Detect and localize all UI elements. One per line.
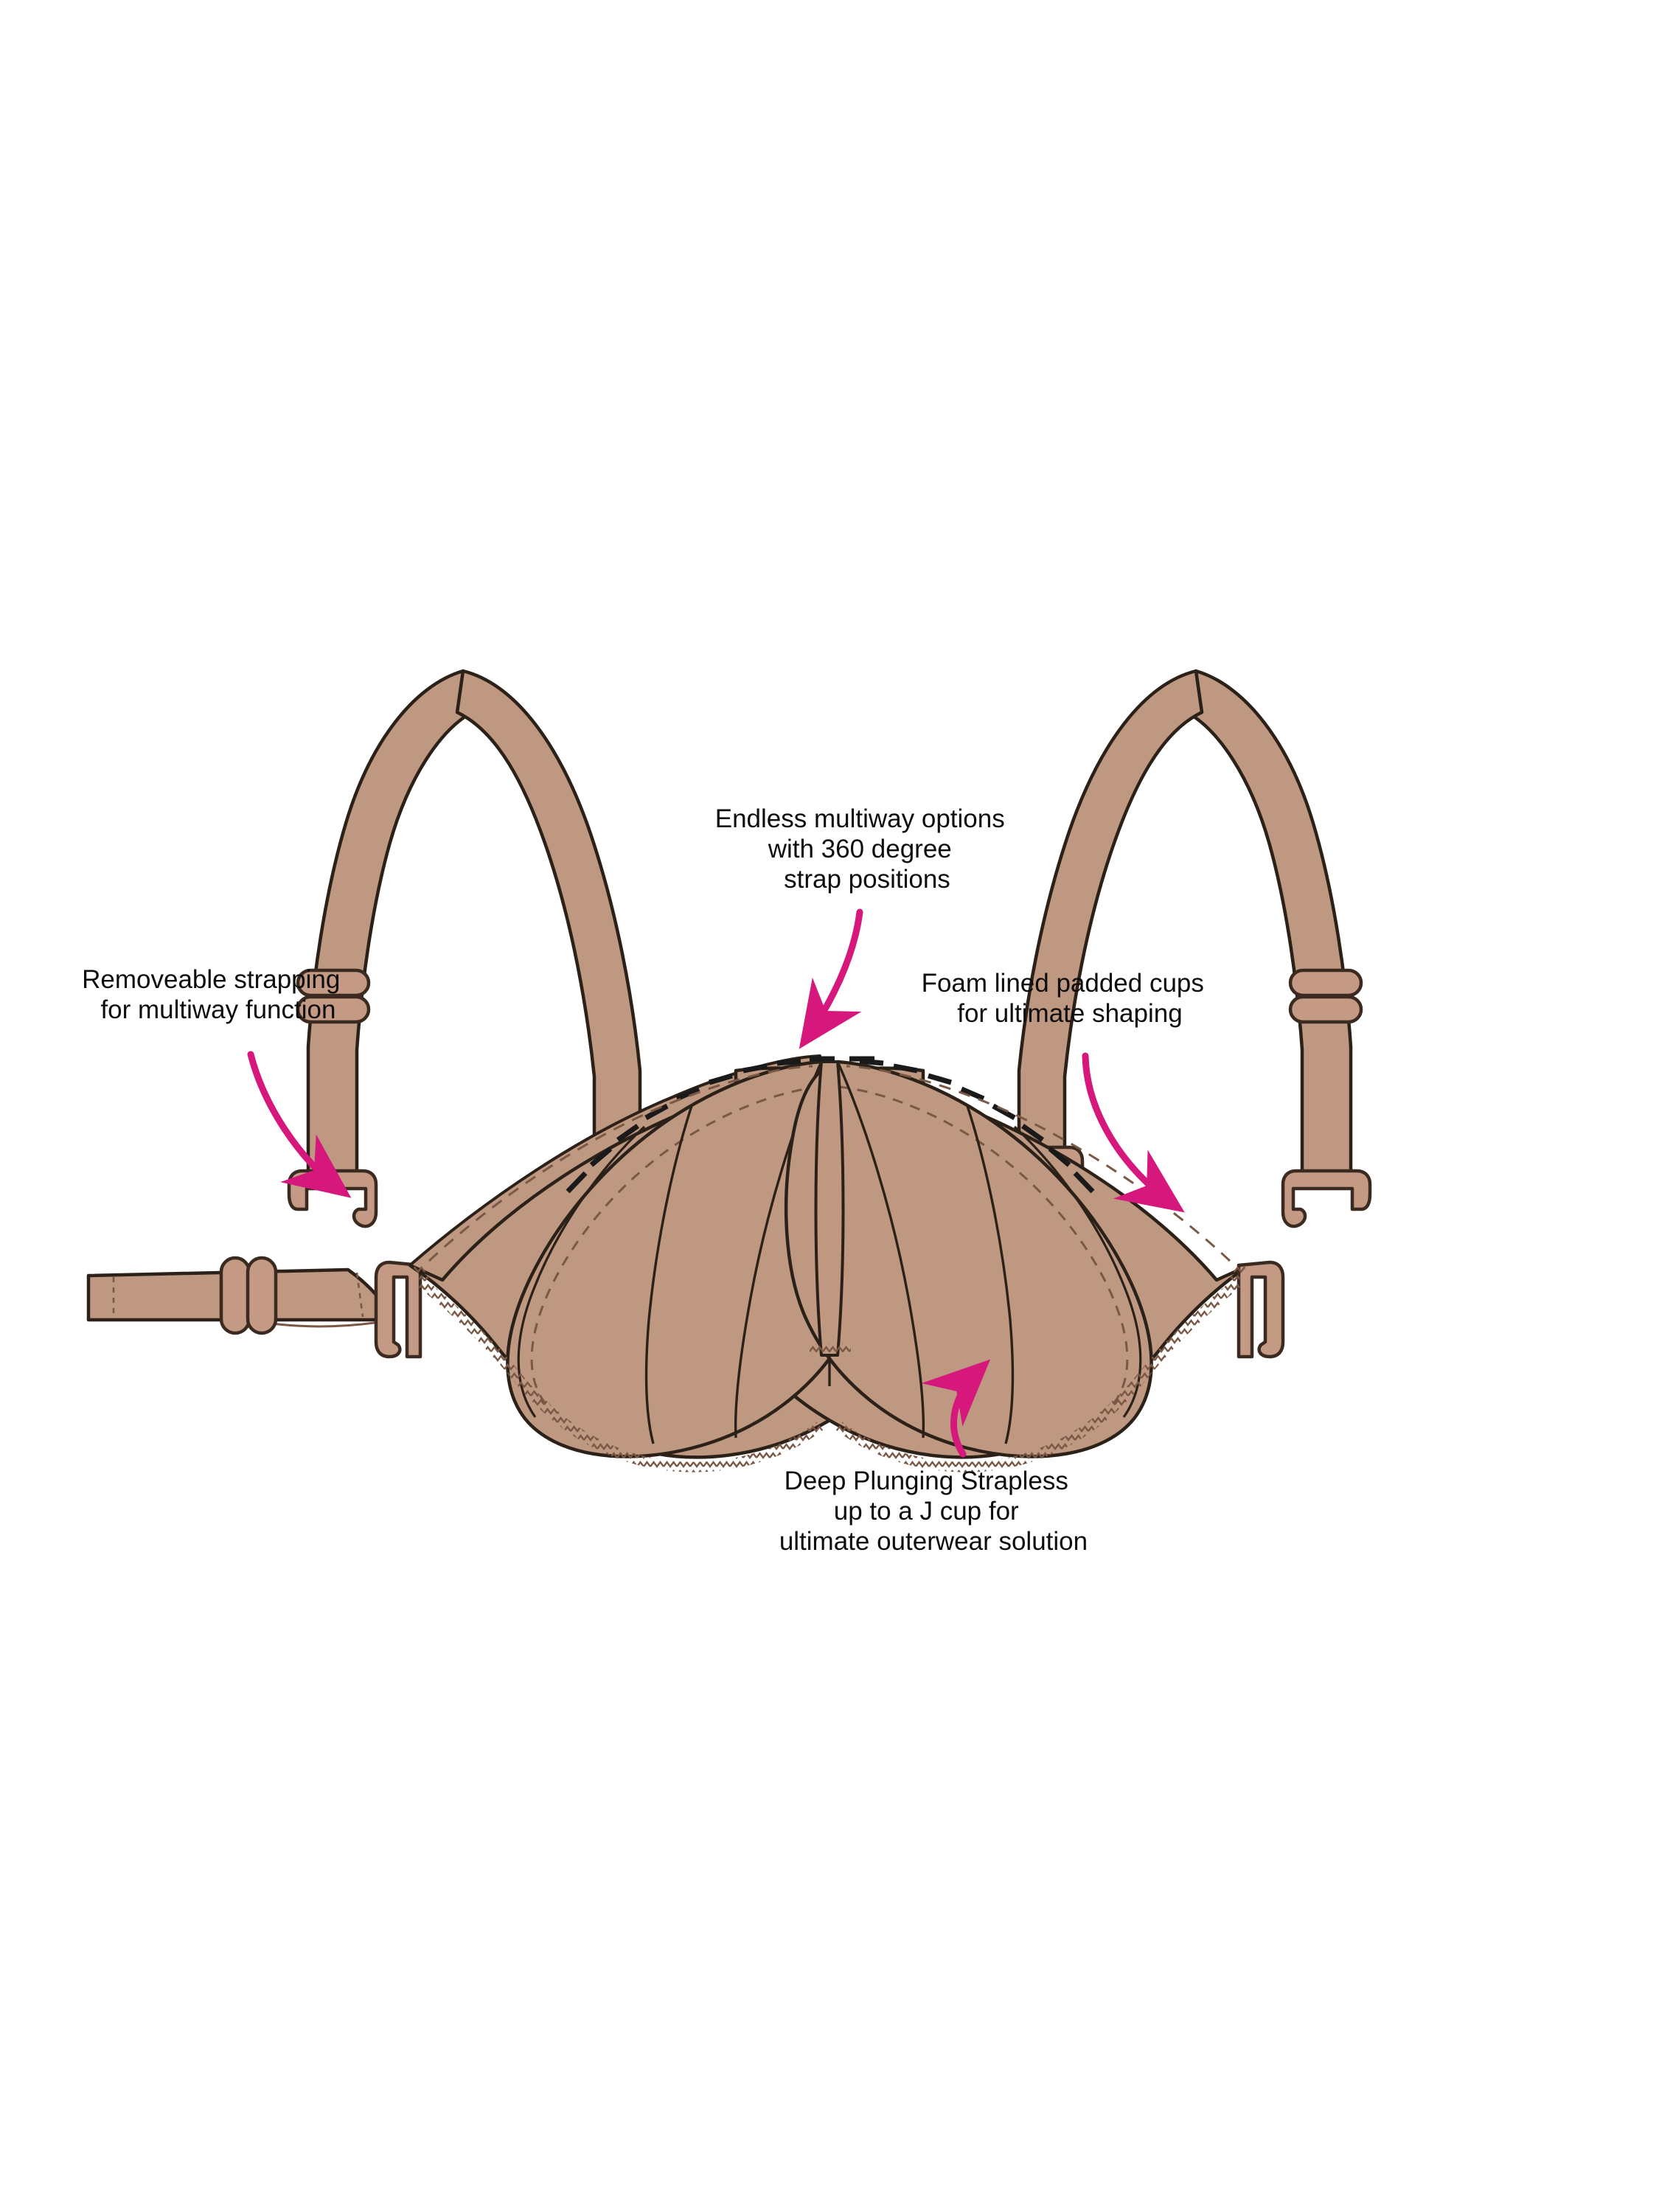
callout-line: up to a J cup for bbox=[834, 1497, 1019, 1526]
callout-endless-multiway-text: Endless multiway options with 360 degree… bbox=[0, 0, 1069, 894]
callout-line: for multiway function bbox=[100, 995, 335, 1024]
silicone-grip bbox=[566, 1056, 1095, 1194]
callout-line: with 360 degree bbox=[768, 835, 952, 863]
callout-line: Deep Plunging Strapless bbox=[785, 1467, 1068, 1495]
callout-endless-multiway-arrow bbox=[799, 908, 863, 1049]
callout-line: Endless multiway options bbox=[715, 804, 1005, 833]
right-wing-ring bbox=[1237, 1260, 1285, 1359]
callout-line: ultimate outerwear solution bbox=[779, 1527, 1088, 1556]
right-strap-hook bbox=[1281, 1169, 1372, 1228]
callout-deep-plunging-text: Deep Plunging Strapless up to a J cup fo… bbox=[0, 0, 1138, 1556]
wing-topstitch bbox=[428, 1065, 1231, 1262]
callout-line: Removeable strapping bbox=[82, 965, 340, 994]
callout-deep-plunging-arrow bbox=[921, 1359, 991, 1458]
callout-removeable-strapping: Removeable strapping for multiway functi… bbox=[0, 0, 405, 1198]
callout-foam-lined-cups-arrow bbox=[1082, 1052, 1185, 1213]
callout-foam-lined-cups: Foam lined padded cups for ultimate shap… bbox=[0, 0, 1268, 1213]
left-shoulder-strap bbox=[306, 669, 642, 1176]
left-strap-slider bbox=[296, 968, 371, 1024]
callout-line: strap positions bbox=[784, 865, 950, 894]
centre-gore bbox=[810, 1060, 851, 1386]
right-shoulder-strap bbox=[1017, 669, 1353, 1176]
left-strap-hook bbox=[287, 1169, 378, 1228]
band-slider bbox=[219, 1256, 278, 1335]
left-wing-ring bbox=[374, 1260, 422, 1359]
right-strap-slider bbox=[1288, 968, 1363, 1024]
callout-removeable-strapping-text: Removeable strapping for multiway functi… bbox=[0, 0, 405, 1024]
callout-removeable-strapping-arrow bbox=[247, 1051, 352, 1198]
callout-line: for ultimate shaping bbox=[957, 999, 1182, 1028]
callout-line: Foam lined padded cups bbox=[922, 969, 1204, 998]
callout-endless-multiway: Endless multiway options with 360 degree… bbox=[0, 0, 1069, 1049]
zigzag-trim bbox=[413, 1263, 1246, 1472]
callout-foam-lined-cups-text: Foam lined padded cups for ultimate shap… bbox=[0, 0, 1268, 1028]
callout-deep-plunging: Deep Plunging Strapless up to a J cup fo… bbox=[0, 0, 1138, 1556]
